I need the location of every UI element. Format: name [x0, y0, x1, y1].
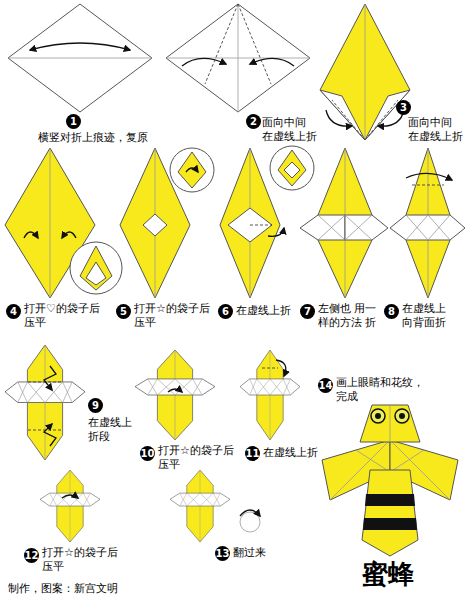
step-number: 6 — [218, 304, 233, 319]
step-caption: 打开☆的袋子后 压平 — [42, 546, 121, 574]
step-number: 3 — [396, 100, 411, 115]
step-number: 12 — [24, 548, 39, 563]
step-caption: 翻过来 — [233, 546, 266, 560]
step-caption: 在虚线上 折段 — [88, 416, 134, 444]
step-6-diamond — [220, 146, 314, 298]
step-caption: 面向中间 在虚线上折 — [262, 116, 319, 144]
step-8-diamond — [390, 148, 465, 298]
step-5-diamond — [120, 148, 214, 298]
step-caption: 在虚线上折 — [236, 304, 291, 318]
step-number: 7 — [300, 304, 315, 319]
step-number: 8 — [384, 304, 399, 319]
step-caption: 面向中间 在虚线上折 — [408, 116, 465, 144]
step-10-bee-form — [135, 350, 215, 440]
step-number: 11 — [245, 446, 260, 461]
step-12-bee-form — [40, 470, 100, 542]
step-caption: 打开☆的袋子后 压平 — [134, 302, 213, 330]
step-9-bee-form — [5, 345, 85, 460]
step-caption: 横竖对折上痕迹，复原 — [38, 131, 148, 145]
step-number: 14 — [318, 378, 333, 393]
step-caption: 在虚线上 向背面折 — [402, 302, 460, 330]
step-caption: 打开☆的袋子后 压平 — [158, 444, 237, 472]
step-3-kite — [320, 4, 410, 140]
credit-text: 制作，图案：新宫文明 — [8, 582, 118, 596]
step-13-bee-form — [170, 470, 260, 542]
step-caption: 画上眼睛和花纹， 完成 — [336, 376, 427, 404]
step-11-bee-form — [240, 350, 300, 440]
step-number: 9 — [88, 398, 103, 413]
step-caption: 左侧也 用一样的方法 折 — [318, 302, 379, 330]
step-1-square — [8, 4, 152, 112]
step-2-square — [166, 4, 310, 112]
step-number: 4 — [6, 304, 21, 319]
step-4-diamond — [5, 148, 122, 298]
step-number: 1 — [66, 114, 81, 129]
step-number: 5 — [116, 304, 131, 319]
step-number: 13 — [215, 546, 230, 561]
title: 蜜蜂 — [362, 560, 414, 589]
step-number: 2 — [246, 114, 261, 129]
step-caption: 在虚线上折 — [263, 446, 318, 460]
step-caption: 打开♡的袋子后 压平 — [24, 302, 103, 330]
finished-bee — [322, 405, 458, 556]
step-7-diamond — [300, 148, 388, 298]
step-number: 10 — [140, 446, 155, 461]
